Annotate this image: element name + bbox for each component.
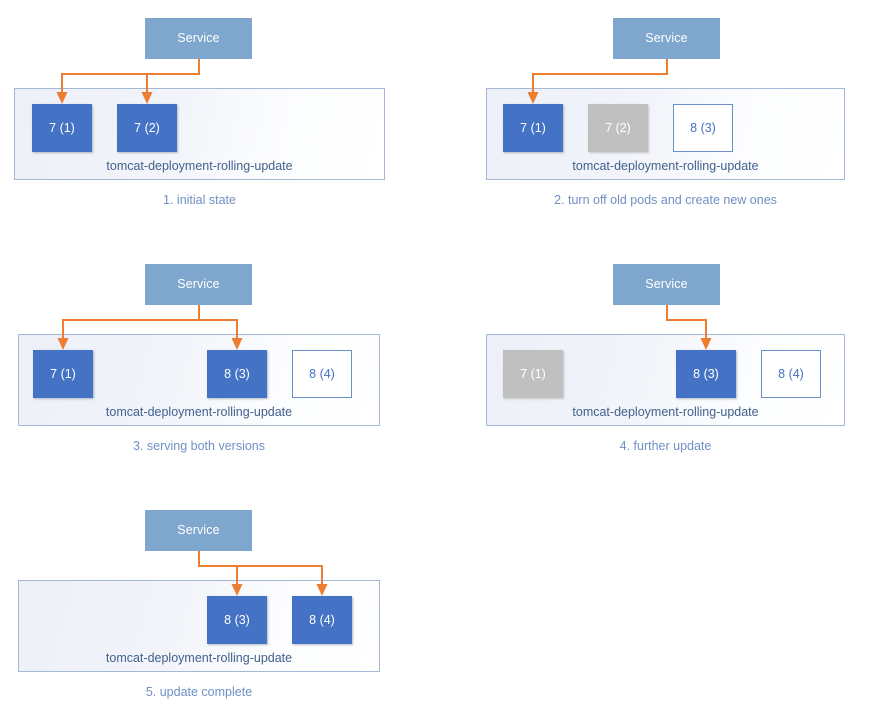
pod-7-1[interactable]: 7 (1) [503,104,563,152]
pod-label: 7 (2) [134,120,160,135]
panel-1-caption: 1. initial state [163,193,236,207]
service-node[interactable]: Service [613,18,720,59]
deployment-name-label: tomcat-deployment-rolling-update [572,158,759,173]
deployment-name-label: tomcat-deployment-rolling-update [105,650,293,665]
service-label: Service [177,31,220,46]
service-node[interactable]: Service [145,264,252,305]
pod-label: 8 (3) [693,366,719,381]
pod-label: 8 (4) [778,366,804,381]
pod-label: 7 (1) [49,120,75,135]
deployment-name-label: tomcat-deployment-rolling-update [105,404,293,419]
service-node[interactable]: Service [613,264,720,305]
pod-label: 7 (1) [50,366,76,381]
panel-4-caption: 4. further update [619,439,712,453]
pod-7-1[interactable]: 7 (1) [32,104,92,152]
service-node[interactable]: Service [145,510,252,551]
pod-label: 8 (4) [309,366,335,381]
panel-3-caption: 3. serving both versions [132,439,265,453]
service-label: Service [177,523,220,538]
pod-label: 8 (4) [309,612,335,627]
panel-2-caption: 2. turn off old pods and create new ones [554,193,777,207]
pod-8-4[interactable]: 8 (4) [292,596,352,644]
pod-8-3[interactable]: 8 (3) [676,350,736,398]
deployment-name-label: tomcat-deployment-rolling-update [106,158,293,173]
pod-8-4[interactable]: 8 (4) [292,350,352,398]
pod-label: 7 (2) [605,120,631,135]
pod-8-3[interactable]: 8 (3) [673,104,733,152]
pod-8-3[interactable]: 8 (3) [207,350,267,398]
service-label: Service [645,31,688,46]
pod-7-1[interactable]: 7 (1) [33,350,93,398]
service-node[interactable]: Service [145,18,252,59]
pod-label: 7 (1) [520,366,546,381]
deployment-name-label: tomcat-deployment-rolling-update [572,404,759,419]
service-label: Service [645,277,688,292]
pod-label: 8 (3) [224,612,250,627]
pod-8-4[interactable]: 8 (4) [761,350,821,398]
pod-label: 8 (3) [224,366,250,381]
pod-7-2[interactable]: 7 (2) [588,104,648,152]
panel-5-caption: 5. update complete [145,685,253,699]
pod-8-3[interactable]: 8 (3) [207,596,267,644]
pod-label: 8 (3) [690,120,716,135]
pod-7-1[interactable]: 7 (1) [503,350,563,398]
pod-7-2[interactable]: 7 (2) [117,104,177,152]
service-label: Service [177,277,220,292]
pod-label: 7 (1) [520,120,546,135]
